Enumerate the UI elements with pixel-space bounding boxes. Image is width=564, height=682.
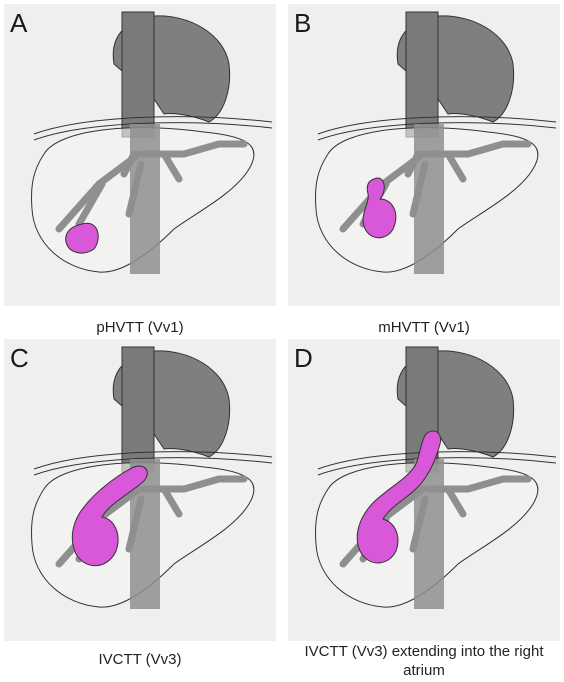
caption-b: mHVTT (Vv1) [288, 318, 560, 337]
liver-diagram-b [288, 4, 560, 306]
panel-letter: C [10, 343, 29, 374]
panel-b: B [288, 4, 560, 306]
panel-c: C [4, 339, 276, 641]
panel-d: D [288, 339, 560, 641]
liver-diagram-a [4, 4, 276, 306]
liver-diagram-d [288, 339, 560, 641]
panel-a: A [4, 4, 276, 306]
caption-a: pHVTT (Vv1) [4, 318, 276, 337]
liver-diagram-c [4, 339, 276, 641]
panel-letter: D [294, 343, 313, 374]
panel-letter: B [294, 8, 311, 39]
caption-c: IVCTT (Vv3) [4, 650, 276, 669]
caption-d: IVCTT (Vv3) extending into the right atr… [288, 642, 560, 680]
panel-letter: A [10, 8, 27, 39]
